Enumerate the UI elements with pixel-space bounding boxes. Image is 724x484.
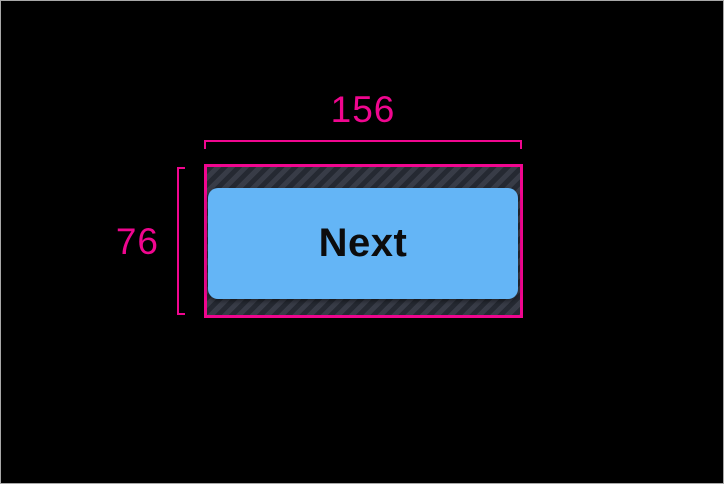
height-dimension-label: 76 (115, 221, 159, 262)
next-button-label: Next (318, 221, 408, 265)
next-button[interactable]: Next (208, 188, 518, 299)
height-measure-bracket (177, 167, 185, 315)
width-dimension-label: 156 (330, 89, 396, 130)
width-measure-bracket (204, 140, 522, 149)
